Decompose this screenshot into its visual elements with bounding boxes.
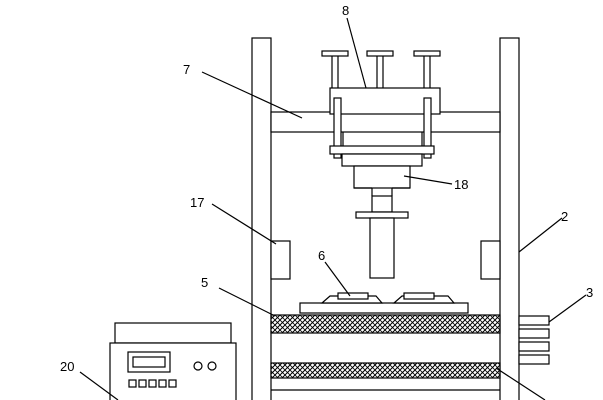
left-side-block (270, 240, 291, 280)
control-box (109, 322, 237, 400)
slide-plate (329, 145, 435, 155)
lower-table (270, 362, 501, 379)
callout-5: 5 (201, 275, 208, 290)
callout-8: 8 (342, 3, 349, 18)
callout-7: 7 (183, 62, 190, 77)
leader-lines (79, 17, 587, 400)
punch (369, 217, 395, 279)
callout-6: 6 (318, 248, 325, 263)
knob-icon (207, 361, 217, 371)
callout-20: 20 (60, 359, 74, 374)
guide-rods (333, 97, 432, 159)
crossbeam (270, 111, 501, 133)
cylinder-block (329, 87, 441, 115)
callout-18: 18 (454, 177, 468, 192)
side-attachment (518, 315, 550, 365)
right-column (499, 37, 520, 400)
press-head (341, 153, 423, 167)
knob-icon (193, 361, 203, 371)
cylinder-studs (321, 50, 441, 88)
ram-flange (355, 211, 409, 219)
callout-3: 3 (586, 285, 593, 300)
right-side-block (480, 240, 501, 280)
left-column (251, 37, 272, 400)
fixture-base (299, 302, 469, 314)
callout-17: 17 (190, 195, 204, 210)
ram-body (353, 165, 411, 189)
callout-2: 2 (561, 209, 568, 224)
worktable (270, 314, 501, 334)
